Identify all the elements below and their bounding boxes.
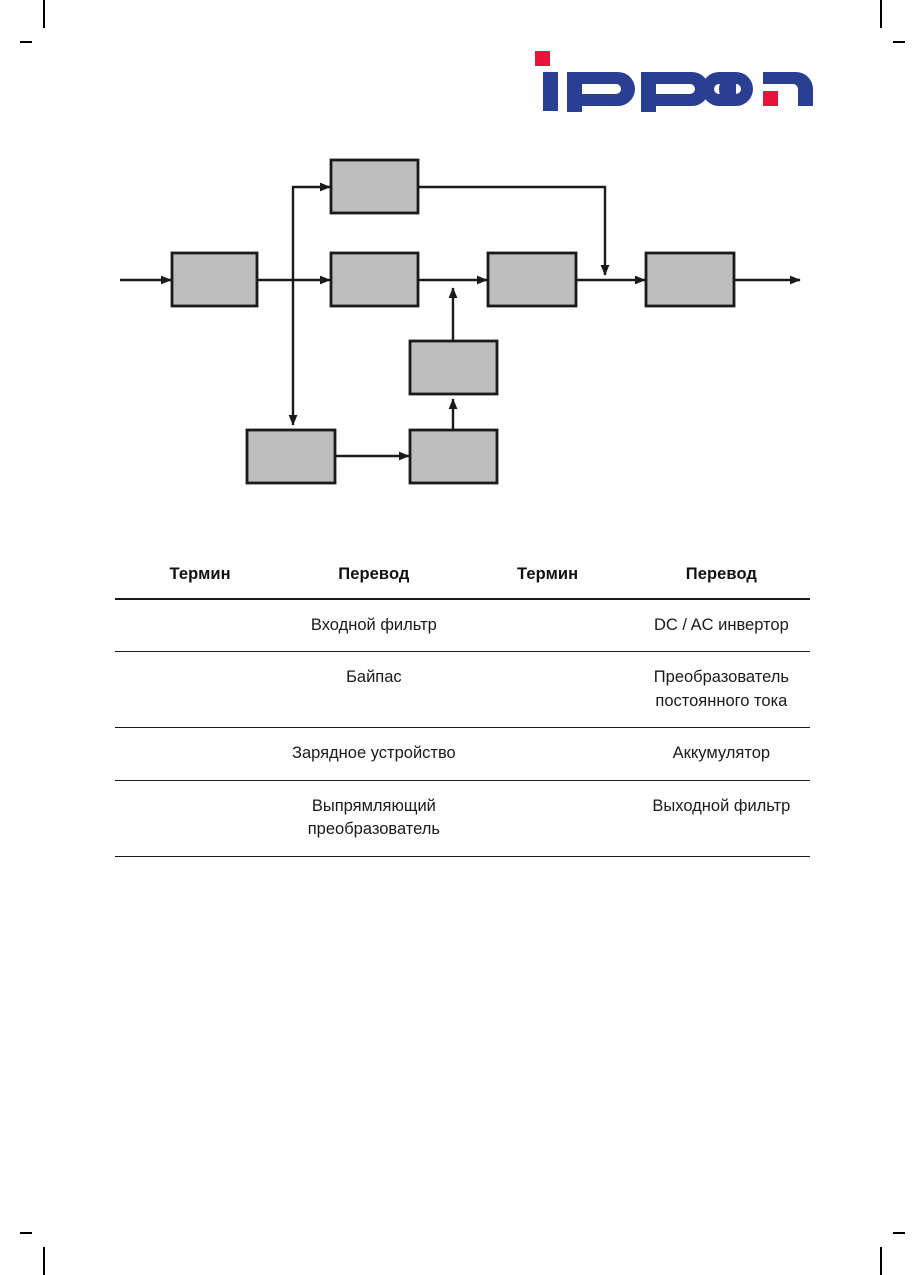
crop-mark-bottom-right-horizontal bbox=[893, 1232, 905, 1234]
block-battery bbox=[408, 428, 499, 485]
cell-term-b bbox=[462, 599, 632, 652]
block-dc-ac-inverter bbox=[486, 251, 578, 308]
cell-translation-b: Выходной фильтр bbox=[652, 796, 791, 815]
edge-bypass-to-output-line bbox=[418, 185, 610, 276]
ippon-logo bbox=[531, 50, 813, 112]
header-term-1: Термин bbox=[169, 565, 231, 583]
header-term-2: Термин bbox=[517, 565, 579, 583]
block-input-filter bbox=[170, 251, 259, 308]
cell-term-b bbox=[462, 652, 632, 728]
crop-mark-bottom-right-vertical bbox=[880, 1247, 882, 1275]
terminology-table: Термин Перевод Термин Перевод Входной фи… bbox=[115, 565, 810, 857]
table-row: Зарядное устройство Аккумулятор bbox=[115, 728, 810, 781]
block-bypass bbox=[329, 158, 420, 215]
table-header-row: Термин Перевод Термин Перевод bbox=[115, 565, 810, 599]
cell-translation-b: Аккумулятор bbox=[672, 744, 771, 763]
logo-accent-square-bottom bbox=[763, 91, 778, 106]
logo-letter-o-left bbox=[702, 72, 736, 106]
logo-letter-p2 bbox=[641, 72, 709, 112]
logo-letter-i bbox=[543, 72, 558, 111]
crop-mark-bottom-left-vertical bbox=[43, 1247, 45, 1275]
block-dc-dc-converter bbox=[408, 339, 499, 396]
crop-mark-top-left-horizontal bbox=[20, 41, 32, 43]
crop-mark-top-right-vertical bbox=[880, 0, 882, 28]
cell-translation-a: Входной фильтр bbox=[310, 616, 437, 634]
cell-term-a bbox=[115, 599, 285, 652]
block-rectifier bbox=[329, 251, 420, 308]
cell-term-b bbox=[462, 780, 632, 856]
crop-mark-bottom-left-horizontal bbox=[20, 1232, 32, 1234]
block-output-filter bbox=[644, 251, 736, 308]
cell-translation-a: Зарядное устройство bbox=[291, 744, 456, 763]
logo-accent-square-top bbox=[535, 51, 550, 66]
cell-term-a bbox=[115, 780, 285, 856]
cell-translation-a: Байпас bbox=[346, 668, 402, 687]
block-charger bbox=[245, 428, 337, 485]
crop-mark-top-left-vertical bbox=[43, 0, 45, 28]
ups-block-diagram bbox=[0, 140, 923, 520]
cell-term-a bbox=[115, 728, 285, 780]
cell-term-b bbox=[462, 728, 632, 780]
cell-translation-b: DC / AC инвертор bbox=[653, 616, 789, 634]
logo-letter-n bbox=[763, 72, 813, 106]
header-translation-1: Перевод bbox=[338, 565, 410, 583]
cell-term-a bbox=[115, 652, 285, 728]
logo-letter-p1 bbox=[567, 72, 635, 112]
table-row: Входной фильтр DC / AC инвертор bbox=[115, 599, 810, 652]
crop-mark-top-right-horizontal bbox=[893, 41, 905, 43]
edge-tap-to-bypass bbox=[291, 182, 331, 280]
header-translation-2: Перевод bbox=[685, 565, 757, 583]
